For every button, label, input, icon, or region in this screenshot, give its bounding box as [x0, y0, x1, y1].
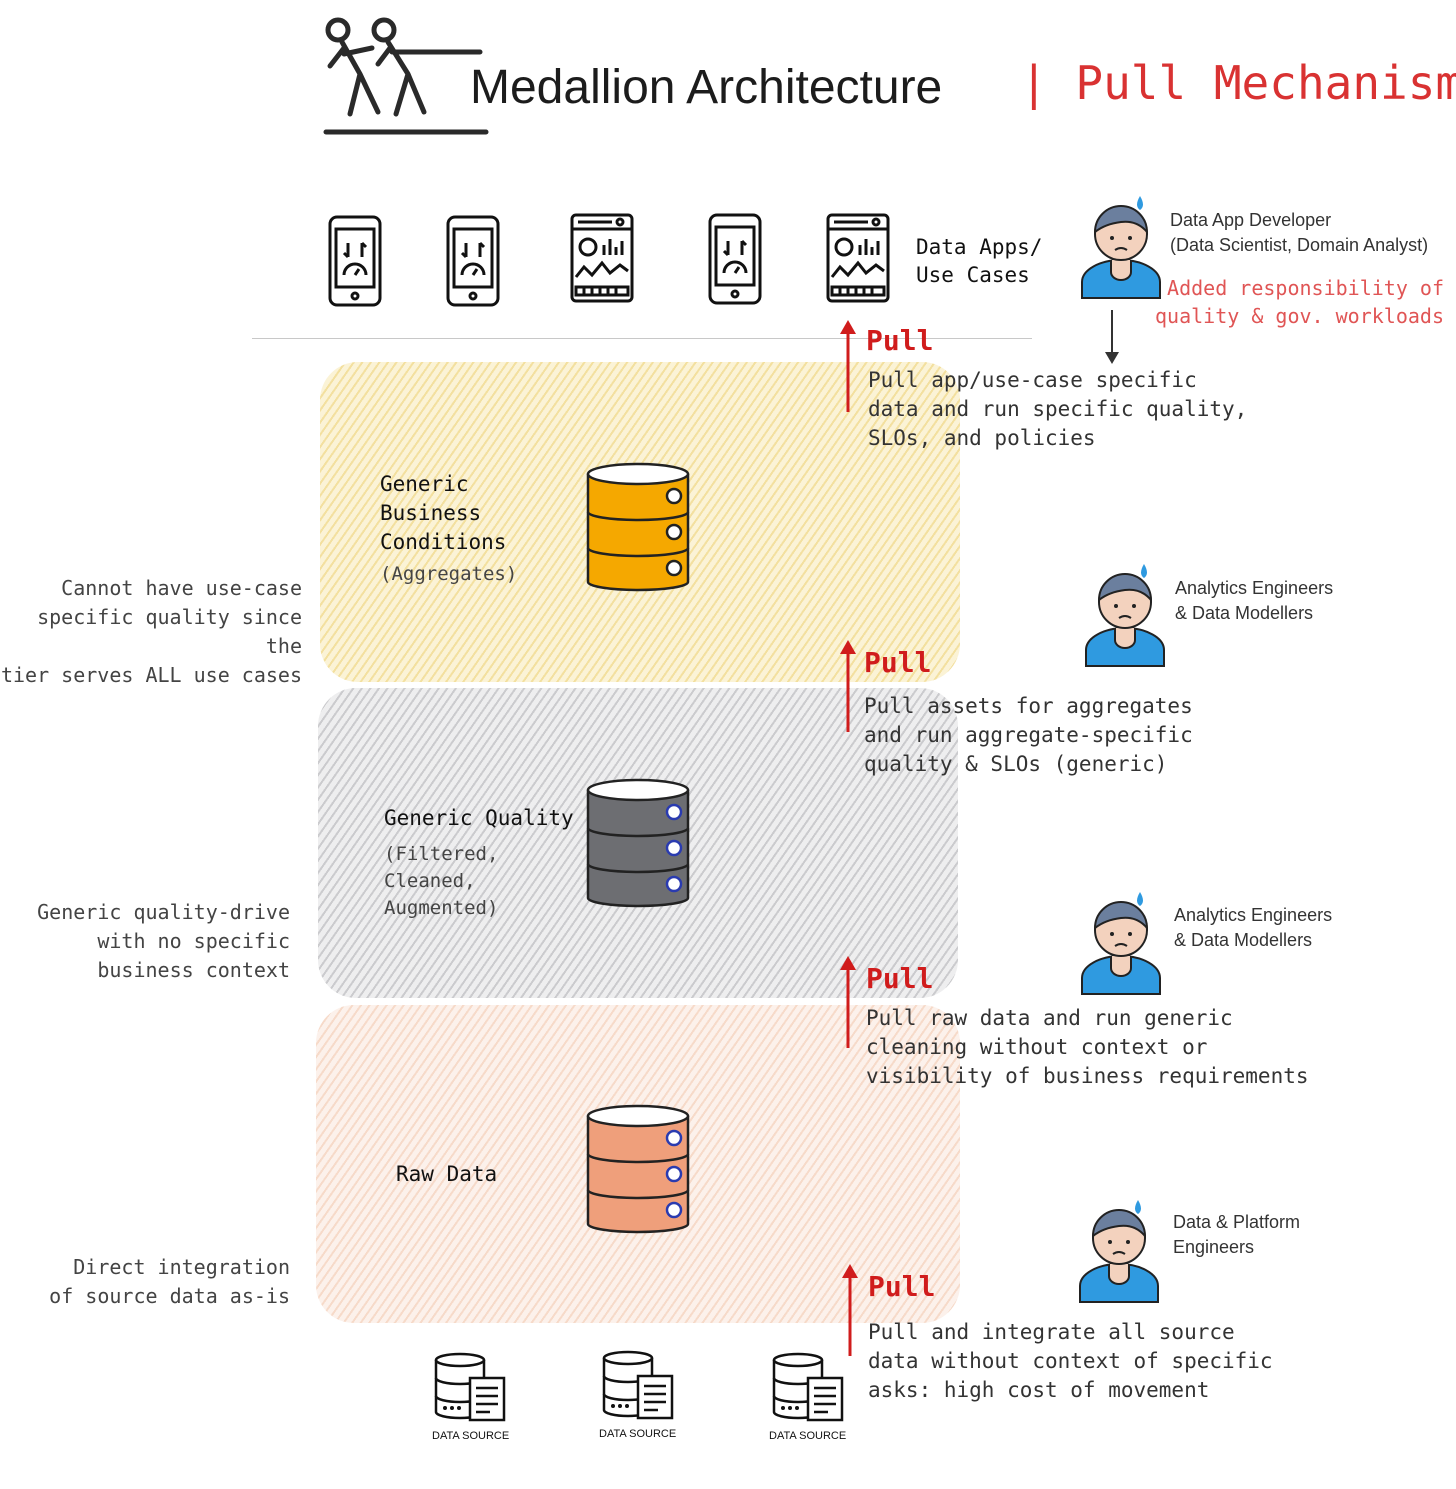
- pull-arrow-2: [840, 640, 856, 732]
- role-bronze: Data & Platform Engineers: [1173, 1210, 1300, 1260]
- role-silver-line2: & Data Modellers: [1174, 930, 1313, 950]
- data-source-1: DATA SOURCE: [420, 1350, 520, 1446]
- person-icon: [1085, 564, 1165, 667]
- role-silver: Analytics Engineers & Data Modellers: [1174, 903, 1332, 953]
- silver-tier-subtitle-line1: (Filtered, Cleaned,: [384, 843, 499, 892]
- role-gold-line1: Analytics Engineers: [1175, 578, 1334, 598]
- header: Medallion Architecture | Pull Mechanism: [320, 10, 1456, 135]
- silver-left-note-line2: with no specific: [97, 929, 290, 953]
- data-source-label: DATA SOURCE: [432, 1430, 510, 1442]
- pull-desc-3-line2: cleaning without context or: [866, 1035, 1208, 1059]
- person-icon: [1081, 196, 1161, 299]
- mobile-dashboard-icon: [708, 213, 762, 305]
- role-gold: Analytics Engineers & Data Modellers: [1175, 576, 1333, 626]
- page-title-accent: | Pull Mechanism: [1020, 56, 1456, 110]
- pull-desc-3-line1: Pull raw data and run generic: [866, 1006, 1233, 1030]
- tug-of-war-icon: [323, 17, 489, 135]
- role-gold-line2: & Data Modellers: [1175, 603, 1314, 623]
- pull-label-3: Pull: [866, 962, 934, 995]
- pull-desc-2-line1: Pull assets for aggregates: [864, 694, 1193, 718]
- pull-desc-1-line2: data and run specific quality,: [868, 397, 1248, 421]
- data-source-2: DATA SOURCE: [588, 1348, 688, 1444]
- pull-desc-1-line1: Pull app/use-case specific: [868, 368, 1197, 392]
- gold-tier-title-line1: Generic Business: [380, 472, 482, 525]
- pull-desc-2-line3: quality & SLOs (generic): [864, 752, 1168, 776]
- data-source-icon: [602, 1350, 674, 1420]
- silver-tier-title: Generic Quality: [384, 806, 574, 830]
- database-icon-bronze: [586, 1104, 690, 1234]
- pull-desc-4: Pull and integrate all source data witho…: [868, 1318, 1273, 1405]
- person-icon: [1079, 1200, 1159, 1303]
- analytics-panel-icon: [570, 213, 634, 303]
- bronze-left-note-line2: of source data as-is: [49, 1284, 290, 1308]
- database-icon-gold: [586, 462, 690, 592]
- pull-arrow-3: [840, 956, 856, 1048]
- data-source-3: DATA SOURCE: [758, 1350, 858, 1446]
- gold-tier-title-line2: Conditions: [380, 530, 507, 554]
- role-bronze-line2: Engineers: [1173, 1237, 1255, 1257]
- pull-arrow-4: [842, 1264, 858, 1356]
- mobile-dashboard-icon: [328, 215, 382, 307]
- role-bronze-line1: Data & Platform: [1173, 1212, 1301, 1232]
- role-app-dev-line1: Data App Developer: [1170, 210, 1332, 230]
- silver-left-note-line3: business context: [97, 958, 290, 982]
- apps-divider: [252, 338, 1032, 339]
- pull-desc-4-line2: data without context of specific: [868, 1349, 1273, 1373]
- pull-desc-4-line1: Pull and integrate all source: [868, 1320, 1235, 1344]
- pull-desc-1-line3: SLOs, and policies: [868, 426, 1096, 450]
- gold-left-note-line2: specific quality since the: [37, 605, 302, 658]
- gold-tier-subtitle: (Aggregates): [380, 563, 518, 585]
- role-silver-line1: Analytics Engineers: [1174, 905, 1333, 925]
- silver-left-note-line1: Generic quality-drive: [37, 900, 290, 924]
- gold-tier-label: Generic Business Conditions (Aggregates): [380, 470, 580, 588]
- pull-label-4: Pull: [868, 1270, 936, 1303]
- database-icon-silver: [586, 778, 690, 908]
- data-source-label: DATA SOURCE: [769, 1430, 847, 1442]
- pull-desc-2: Pull assets for aggregates and run aggre…: [864, 692, 1193, 779]
- apps-label: Data Apps/ Use Cases: [916, 233, 1042, 289]
- page-title: Medallion Architecture: [470, 61, 943, 114]
- role-app-dev-line2: (Data Scientist, Domain Analyst): [1170, 235, 1429, 255]
- silver-tier-subtitle-line2: Augmented): [384, 897, 499, 919]
- bronze-left-note: Direct integration of source data as-is: [0, 1253, 290, 1311]
- data-source-label: DATA SOURCE: [599, 1428, 677, 1440]
- mobile-dashboard-icon: [446, 215, 500, 307]
- person-icon: [1081, 892, 1161, 995]
- app-dev-responsibility-note: Added responsibility of quality & gov. w…: [1140, 274, 1444, 330]
- pull-arrow-1: [840, 320, 856, 412]
- pull-desc-1: Pull app/use-case specific data and run …: [868, 366, 1247, 453]
- apps-label-line2: Use Cases: [916, 263, 1030, 287]
- down-arrow-icon: [1105, 310, 1119, 364]
- gold-left-note-line1: Cannot have use-case: [61, 576, 302, 600]
- bronze-left-note-line1: Direct integration: [73, 1255, 290, 1279]
- apps-label-line1: Data Apps/: [916, 235, 1043, 259]
- gold-left-note: Cannot have use-case specific quality si…: [0, 574, 302, 690]
- data-source-icon: [434, 1352, 506, 1422]
- silver-left-note: Generic quality-drive with no specific b…: [0, 898, 290, 985]
- pull-label-2: Pull: [864, 646, 932, 679]
- bronze-tier-title: Raw Data: [396, 1162, 498, 1186]
- pull-desc-4-line3: asks: high cost of movement: [868, 1378, 1210, 1402]
- analytics-panel-icon: [826, 213, 890, 303]
- gold-left-note-line3: tier serves ALL use cases: [0, 663, 302, 687]
- pull-desc-3-line3: visibility of business requirements: [866, 1064, 1309, 1088]
- app-dev-note-line1: Added responsibility of: [1167, 276, 1444, 300]
- pull-desc-2-line2: and run aggregate-specific: [864, 723, 1193, 747]
- pull-desc-3: Pull raw data and run generic cleaning w…: [866, 1004, 1309, 1091]
- silver-tier-label: Generic Quality (Filtered, Cleaned, Augm…: [384, 804, 584, 922]
- pull-label-1: Pull: [866, 324, 934, 357]
- role-app-dev: Data App Developer (Data Scientist, Doma…: [1170, 208, 1428, 258]
- app-dev-note-line2: quality & gov. workloads: [1155, 304, 1444, 328]
- apps-row: Data Apps/ Use Cases: [320, 205, 1060, 315]
- data-source-icon: [772, 1352, 844, 1422]
